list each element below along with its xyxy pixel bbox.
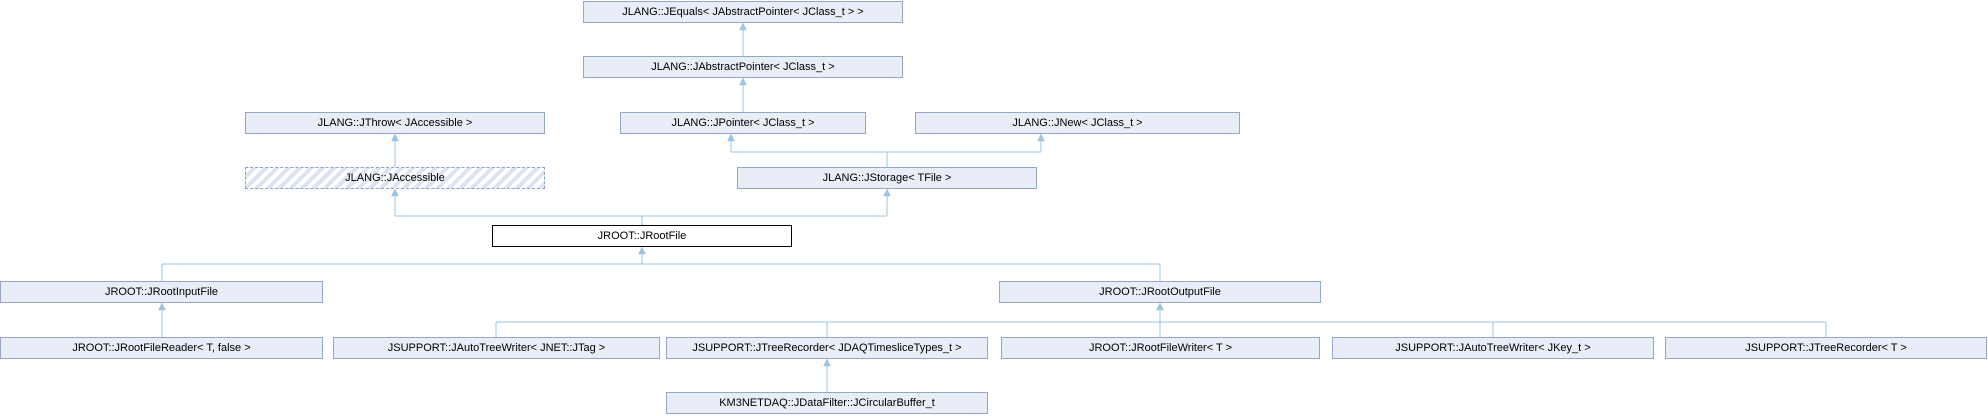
node-jroot-jrootfilereader[interactable]: JROOT::JRootFileReader< T, false > xyxy=(0,337,323,359)
edge-jcircularbuffer-to-jtreerecorder xyxy=(823,358,831,392)
node-jlang-jthrow[interactable]: JLANG::JThrow< JAccessible > xyxy=(245,112,545,134)
edge-jaccessible-to-jthrow xyxy=(391,133,399,167)
node-jsupport-jtreerecorder-jdaqtimeslicetypes[interactable]: JSUPPORT::JTreeRecorder< JDAQTimesliceTy… xyxy=(666,337,988,359)
node-jsupport-jautotreewriter-jnet-jtag[interactable]: JSUPPORT::JAutoTreeWriter< JNET::JTag > xyxy=(333,337,660,359)
edge-jabstractpointer-to-jequals xyxy=(739,22,747,56)
node-jroot-jrootinputfile[interactable]: JROOT::JRootInputFile xyxy=(0,281,323,303)
node-jlang-jabstractpointer[interactable]: JLANG::JAbstractPointer< JClass_t > xyxy=(583,56,903,78)
edge-writers-to-jrootoutputfile xyxy=(495,302,1827,337)
node-jsupport-jautotreewriter-jkey[interactable]: JSUPPORT::JAutoTreeWriter< JKey_t > xyxy=(1332,337,1654,359)
edge-rootinput-rootoutput-to-jrootfile xyxy=(161,246,1161,281)
node-jroot-jrootoutputfile[interactable]: JROOT::JRootOutputFile xyxy=(999,281,1321,303)
node-jsupport-jtreerecorder-t[interactable]: JSUPPORT::JTreeRecorder< T > xyxy=(1665,337,1987,359)
edge-jstorage-to-jpointer-and-jnew xyxy=(727,133,1045,167)
node-jroot-jrootfile-current: JROOT::JRootFile xyxy=(492,225,792,247)
node-jroot-jrootfilewriter[interactable]: JROOT::JRootFileWriter< T > xyxy=(1001,337,1320,359)
node-jlang-jequals[interactable]: JLANG::JEquals< JAbstractPointer< JClass… xyxy=(583,1,903,23)
edge-jrootfile-to-jaccessible-and-jstorage xyxy=(391,188,891,225)
node-km3netdaq-jdatafilter-jcircularbuffer[interactable]: KM3NETDAQ::JDataFilter::JCircularBuffer_… xyxy=(666,392,988,414)
node-jlang-jaccessible: JLANG::JAccessible xyxy=(245,167,545,189)
edge-jpointer-to-jabstractpointer xyxy=(739,77,747,112)
node-jlang-jpointer[interactable]: JLANG::JPointer< JClass_t > xyxy=(620,112,866,134)
edge-jrootfilereader-to-jrootinputfile xyxy=(158,302,166,337)
node-jlang-jnew[interactable]: JLANG::JNew< JClass_t > xyxy=(915,112,1240,134)
node-jlang-jstorage[interactable]: JLANG::JStorage< TFile > xyxy=(737,167,1037,189)
